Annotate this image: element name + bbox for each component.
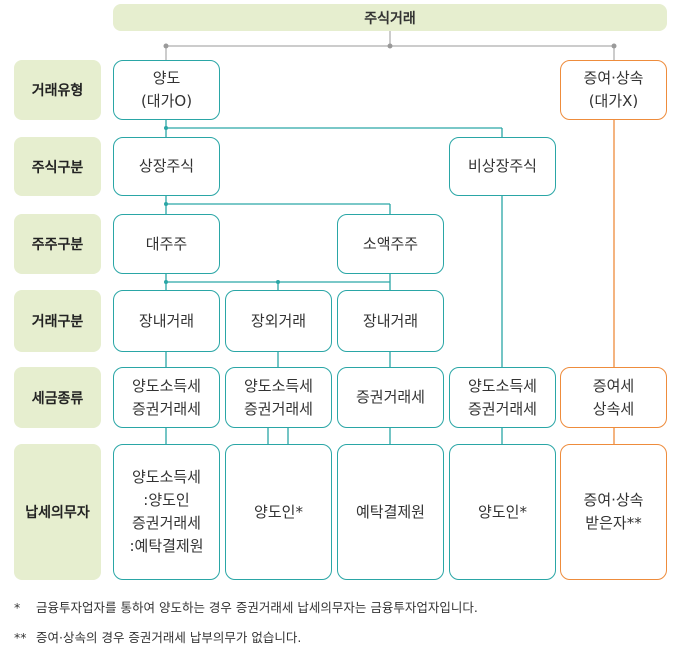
node-tax-5-line1: 증여세	[592, 376, 635, 395]
node-tax-4: 양도소득세 증권거래세	[449, 367, 556, 428]
node-on-market-2-label: 장내거래	[362, 311, 419, 330]
node-tax-1-line2: 증권거래세	[131, 399, 201, 418]
row-label-shareholder-type: 주주구분	[14, 214, 101, 274]
node-off-market-label: 장외거래	[250, 311, 307, 330]
node-minor-shareholder: 소액주주	[337, 214, 444, 274]
node-on-market-1-label: 장내거래	[138, 311, 195, 330]
node-tax-2: 양도소득세 증권거래세	[225, 367, 332, 428]
footnote-2-text: 증여·상속의 경우 증권거래세 납부의무가 없습니다.	[36, 630, 302, 645]
node-major-label: 대주주	[145, 234, 188, 253]
node-payer-1-line1: 양도소득세	[131, 468, 201, 486]
node-tax-1-line1: 양도소득세	[131, 376, 201, 395]
node-tax-4-line1: 양도소득세	[467, 376, 537, 395]
node-payer-2-label: 양도인*	[254, 502, 303, 521]
node-tax-4-line2: 증권거래세	[467, 399, 537, 418]
node-on-market-2: 장내거래	[337, 290, 444, 352]
node-payer-4: 양도인*	[449, 444, 556, 580]
row-label-trade-type: 거래유형	[14, 60, 101, 120]
row-label-taxpayer: 납세의무자	[14, 444, 101, 580]
node-gift-line1: 증여·상속	[583, 69, 644, 87]
node-payer-1: 양도소득세 :양도인 증권거래세 :예탁결제원	[113, 444, 220, 580]
node-transfer-line1: 양도	[152, 69, 181, 87]
node-tax-2-line1: 양도소득세	[243, 376, 313, 395]
footnote-1-text: 금융투자업자를 통하여 양도하는 경우 증권거래세 납세의무자는 금융투자업자입…	[36, 600, 478, 615]
footnote-1-mark: *	[14, 600, 21, 615]
node-minor-label: 소액주주	[362, 234, 419, 253]
node-listed-label: 상장주식	[138, 157, 195, 175]
node-payer-4-label: 양도인*	[478, 502, 527, 521]
footnote-1: * 금융투자업자를 통하여 양도하는 경우 증권거래세 납세의무자는 금융투자업자…	[14, 597, 478, 616]
node-unlisted-stock: 비상장주식	[449, 137, 556, 196]
node-payer-5: 증여·상속 받은자**	[560, 444, 667, 580]
node-gift-line2: (대가X)	[588, 92, 639, 110]
row-label-tax-type: 세금종류	[14, 367, 101, 428]
row-label-stock-type: 주식구분	[14, 137, 101, 196]
node-payer-3-label: 예탁결제원	[355, 502, 425, 521]
node-tax-1: 양도소득세 증권거래세	[113, 367, 220, 428]
node-transfer-line2: (대가O)	[140, 92, 193, 110]
node-payer-5-line1: 증여·상속	[583, 491, 644, 509]
node-payer-5-line2: 받은자**	[585, 514, 642, 532]
footnote-2-mark: **	[14, 630, 27, 645]
node-payer-1-line2: :양도인	[143, 491, 190, 509]
node-gift-inheritance: 증여·상속 (대가X)	[560, 60, 667, 120]
node-payer-1-line3: 증권거래세	[131, 514, 201, 532]
node-payer-3: 예탁결제원	[337, 444, 444, 580]
node-major-shareholder: 대주주	[113, 214, 220, 274]
node-tax-2-line2: 증권거래세	[243, 399, 313, 418]
node-transfer: 양도 (대가O)	[113, 60, 220, 120]
row-label-trade-venue: 거래구분	[14, 290, 101, 352]
node-off-market: 장외거래	[225, 290, 332, 352]
node-tax-3: 증권거래세	[337, 367, 444, 428]
node-tax-5-line2: 상속세	[592, 399, 635, 418]
node-unlisted-label: 비상장주식	[467, 157, 537, 175]
node-payer-2: 양도인*	[225, 444, 332, 580]
footnote-2: ** 증여·상속의 경우 증권거래세 납부의무가 없습니다.	[14, 627, 301, 646]
node-listed-stock: 상장주식	[113, 137, 220, 196]
node-payer-1-line4: :예탁결제원	[129, 537, 204, 555]
node-tax-5: 증여세 상속세	[560, 367, 667, 428]
stock-trade-header: 주식거래	[113, 4, 667, 31]
node-tax-3-line1: 증권거래세	[355, 388, 425, 406]
node-on-market-1: 장내거래	[113, 290, 220, 352]
